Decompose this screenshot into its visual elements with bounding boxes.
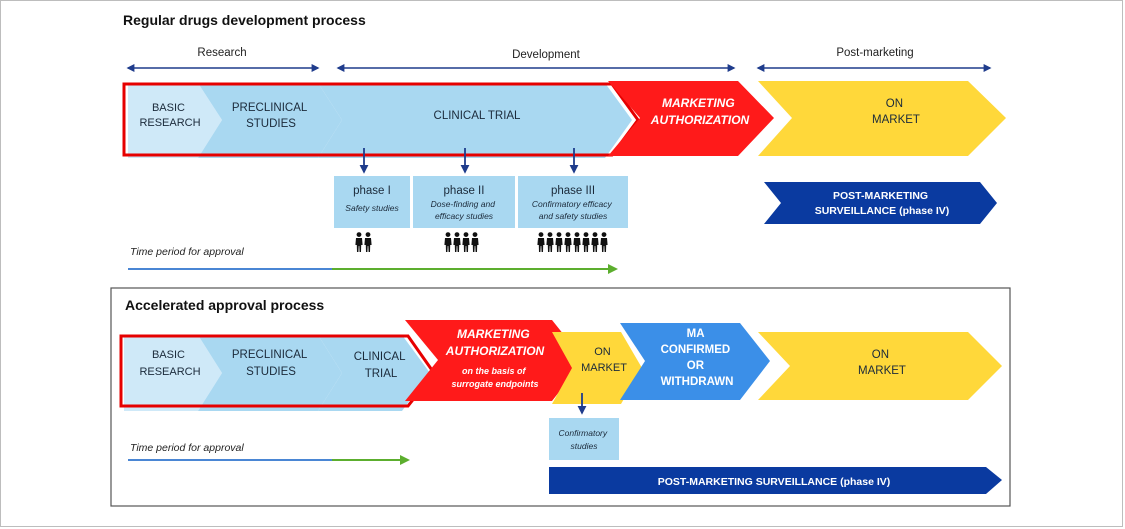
phase-3-title: phase III [551,185,595,197]
regular-title: Regular drugs development process [123,12,366,28]
person-icon [555,232,563,252]
regular-preclinical-label: PRECLINICAL STUDIES [232,102,310,130]
acc-on-market-final-label: ON MARKET [858,349,906,377]
phase-2-desc: Dose-finding and efficacy studies [431,199,498,221]
acc-arrow-clinical-trial [318,335,430,411]
acc-post-marketing-surveillance-arrow [549,467,1002,494]
regular-arrow-preclinical [198,83,342,158]
person-icon [582,232,590,252]
regular-arrow-basic-research [128,83,222,158]
stage-research: Research [197,47,246,59]
person-icon [471,232,479,252]
regular-on-market-label: ON MARKET [872,98,920,126]
regular-post-marketing-surveillance-arrow [764,182,997,224]
person-icon [573,232,581,252]
acc-arrow-marketing-authorization [405,320,584,401]
phase-3-desc: Confirmatory efficacy and safety studies [532,199,614,221]
regular-time-label: Time period for approval [130,246,244,258]
person-icon [453,232,461,252]
person-icon [600,232,608,252]
acc-arrow-on-market-final [758,332,1002,400]
acc-marketing-authorization-label: MARKETING AUTHORIZATION [445,327,545,358]
person-icon [537,232,545,252]
person-icon [444,232,452,252]
acc-ma-confirmed-label: MA CONFIRMED OR WITHDRAWN [661,328,734,388]
person-icon [462,232,470,252]
phase-participant-icons [355,232,608,252]
phase-1-box [334,176,410,228]
person-icon [564,232,572,252]
phase-1-title: phase I [353,185,391,197]
phase-2-title: phase II [444,185,485,197]
stage-development: Development [512,49,581,61]
regular-arrow-clinical-trial [318,83,632,158]
acc-surveillance-label: POST-MARKETING SURVEILLANCE (phase IV) [658,476,891,488]
acc-arrow-preclinical [198,335,342,411]
person-icon [355,232,363,252]
regular-marketing-authorization-label: MARKETING AUTHORIZATION [650,96,750,127]
regular-clinical-trial-label: CLINICAL TRIAL [434,110,522,122]
acc-arrow-on-market-early [552,332,642,404]
acc-ma-basis-label: on the basis of surrogate endpoints [451,366,538,389]
phase-2-box [413,176,515,228]
regular-arrow-on-market [758,81,1006,156]
phase-3-box [518,176,628,228]
person-icon [364,232,372,252]
acc-preclinical-label: PRECLINICAL STUDIES [232,349,310,378]
confirmatory-studies-label: Confirmatory studies [558,428,609,451]
phase-1-desc: Safety studies [345,203,399,213]
acc-on-market-early-label: ON MARKET [581,346,627,374]
accelerated-title: Accelerated approval process [125,297,324,313]
stage-post-marketing: Post-marketing [836,47,913,59]
person-icon [591,232,599,252]
acc-arrow-basic-research [124,335,222,411]
regular-surveillance-label: POST-MARKETING SURVEILLANCE (phase IV) [815,190,950,217]
regular-basic-research-label: BASIC RESEARCH [139,102,200,129]
acc-clinical-trial-label: CLINICAL TRIAL [354,351,409,380]
acc-time-label: Time period for approval [130,442,244,454]
acc-arrow-ma-confirmed [620,323,770,400]
accelerated-panel [110,287,1011,507]
regular-arrow-marketing-authorization [608,81,774,156]
person-icon [546,232,554,252]
acc-basic-research-label: BASIC RESEARCH [139,349,200,378]
confirmatory-studies-box [549,418,619,460]
